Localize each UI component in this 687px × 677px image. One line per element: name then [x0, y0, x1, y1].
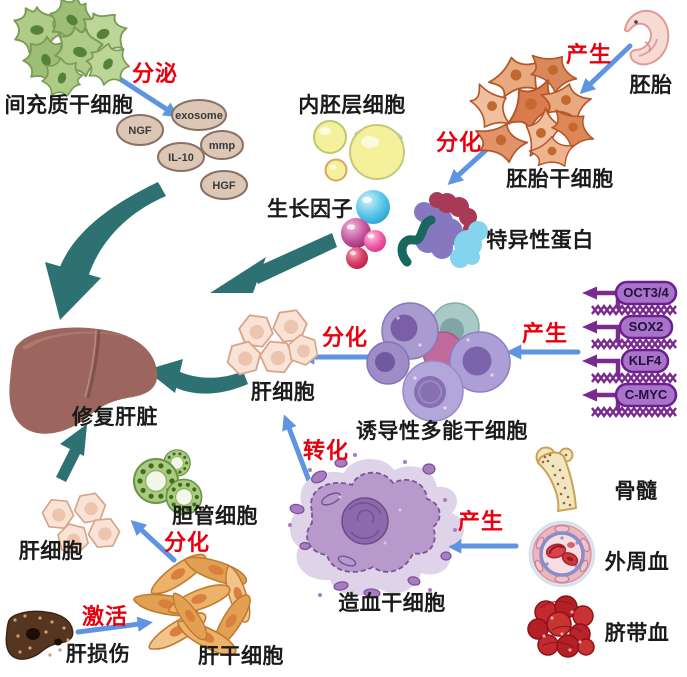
gene-sox2-label: SOX2: [629, 319, 664, 334]
bone-marrow-label: 骨髓: [614, 480, 658, 503]
injured-liver-illustration: [5, 610, 74, 660]
produce-hsc-label: 产生: [457, 509, 505, 534]
differentiate-esc-label: 分化: [435, 130, 483, 155]
reprogramming-genes-illustration: OCT3/4 SOX2 KLF4 C-MYC: [582, 280, 678, 418]
factor-mmp-label: mmp: [209, 140, 236, 152]
gene-sox2: SOX2: [582, 314, 677, 350]
growth-factor-label: 生长因子: [267, 198, 353, 221]
secrete-label: 分泌: [131, 61, 179, 86]
gene-oct34: OCT3/4: [582, 280, 678, 316]
liver-injury-label: 肝损伤: [65, 643, 131, 666]
gene-cmyc: C-MYC: [582, 382, 678, 418]
embryo-illustration: [623, 9, 670, 66]
cord-blood-illustration: [527, 595, 595, 658]
specific-protein-illustration: [397, 192, 488, 268]
bone-marrow-illustration: [535, 446, 577, 512]
repair-arrows: [45, 182, 337, 482]
embryo-label: 胚胎: [629, 74, 673, 97]
differentiate-ipsc-label: 分化: [321, 325, 369, 350]
factor-il10-label: IL-10: [168, 152, 194, 164]
factor-ngf-label: NGF: [128, 125, 152, 137]
produce-esc-arrow: [579, 43, 633, 95]
mesenchymal-stem-cells-illustration: [13, 0, 138, 105]
bile-duct-cell-label: 胆管细胞: [172, 505, 258, 528]
repaired-liver-illustration: [9, 327, 158, 434]
peripheral-blood-label: 外周血: [604, 551, 670, 574]
cord-blood-label: 脐带血: [604, 622, 670, 645]
gene-klf4: KLF4: [582, 348, 677, 384]
peripheral-blood-illustration: [528, 520, 596, 588]
embryonic-stem-cell-label: 胚胎干细胞: [506, 168, 614, 191]
transform-label: 转化: [302, 438, 350, 463]
endoderm-cell-label: 内胚层细胞: [298, 94, 406, 117]
mesenchymal-stem-cell-label: 间充质干细胞: [4, 94, 134, 117]
endoderm-cells-illustration: [313, 120, 405, 182]
activate-arrow: [75, 616, 153, 635]
ipsc-illustration: [366, 302, 511, 422]
differentiate-lsc-label: 分化: [163, 530, 211, 555]
specific-protein-label: 特异性蛋白: [486, 229, 594, 252]
ipsc-label: 诱导性多能干细胞: [356, 420, 528, 443]
growth-factors-illustration: [341, 190, 390, 269]
hepatocyte-lower-label: 肝细胞: [18, 540, 84, 563]
gene-oct34-label: OCT3/4: [623, 285, 669, 300]
liver-stem-cell-label: 肝干细胞: [198, 645, 284, 668]
secreted-factor-bubbles: NGF exosome IL-10 mmp HGF: [116, 99, 248, 200]
factor-exosome-label: exosome: [175, 110, 223, 122]
hematopoietic-stem-cell-illustration: [288, 453, 465, 598]
repair-liver-label: 修复肝脏: [72, 406, 158, 429]
process-arrows: [75, 43, 633, 635]
factor-hgf-label: HGF: [212, 180, 236, 192]
produce-esc-label: 产生: [565, 42, 613, 67]
activate-label: 激活: [81, 604, 129, 629]
gene-klf4-label: KLF4: [629, 353, 662, 368]
hepatocytes-upper-illustration: [222, 308, 323, 378]
produce-ipsc-label: 产生: [521, 321, 569, 346]
hepatocyte-upper-label: 肝细胞: [250, 381, 316, 404]
hematopoietic-stem-cell-label: 造血干细胞: [338, 592, 446, 615]
gene-cmyc-label: C-MYC: [625, 387, 668, 402]
differentiate-lsc-arrow: [130, 519, 177, 563]
